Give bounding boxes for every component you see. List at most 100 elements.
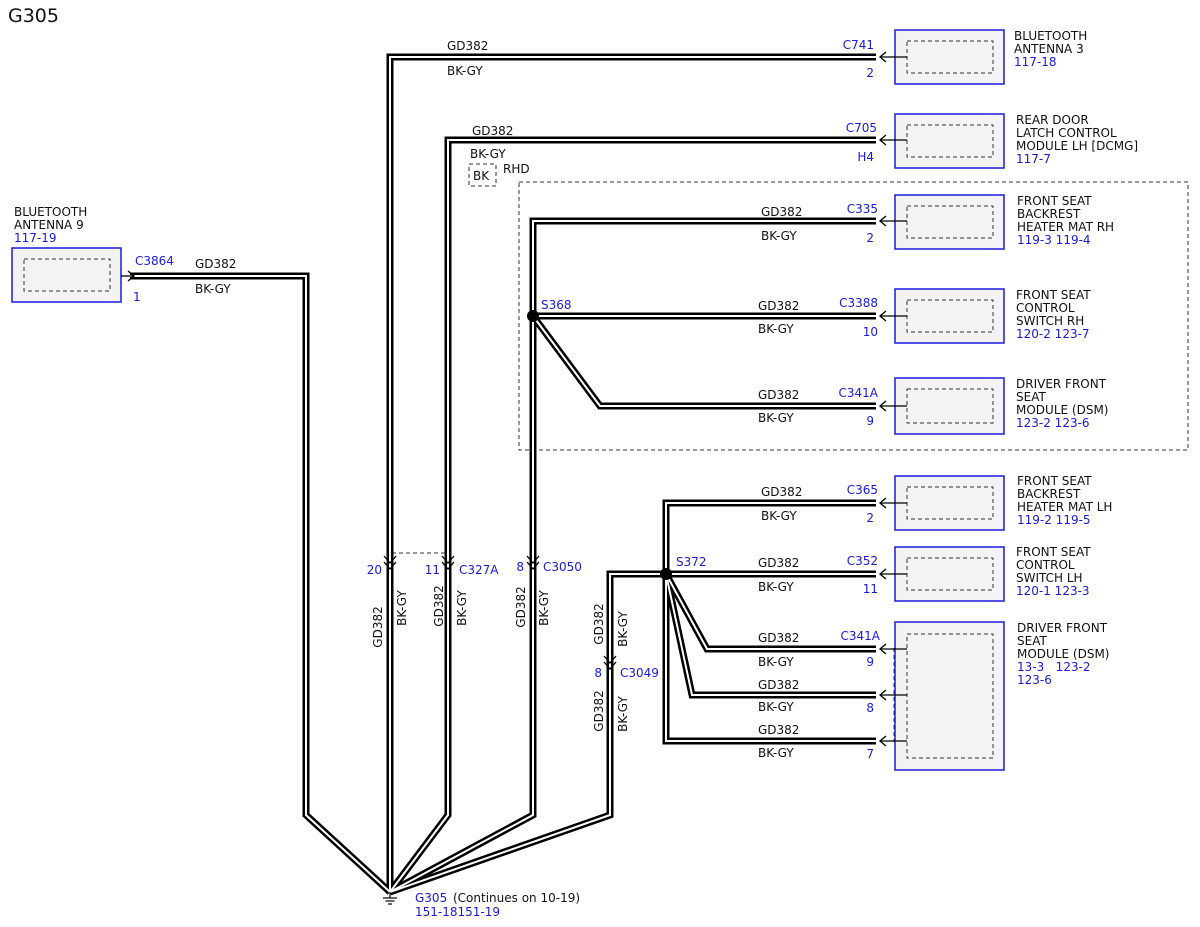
c327a-pin-20: 20 bbox=[367, 563, 382, 577]
wire-code-label: GD382 bbox=[432, 585, 446, 626]
wire-code-label: GD382 bbox=[371, 606, 385, 647]
wire-labels-vertical: GD382 BK-GY GD382 BK-GY GD382 BK-GY GD38… bbox=[371, 585, 630, 732]
dsm2-name-line-3: MODULE (DSM) bbox=[1017, 647, 1109, 661]
dsm-rh-inner bbox=[906, 388, 994, 424]
dcmg-ref: 117-7 bbox=[1016, 152, 1051, 166]
switch-lh-name-line-2: CONTROL bbox=[1016, 558, 1075, 572]
switch-rh-connector: C3388 bbox=[839, 296, 878, 310]
heat-lh-pin: 2 bbox=[866, 511, 874, 525]
heater-mat-lh-box bbox=[894, 475, 1005, 531]
wire-code-label: GD382 bbox=[761, 485, 802, 499]
bt3-connector: C741 bbox=[843, 38, 874, 52]
wire-color-label: BK-GY bbox=[758, 322, 794, 336]
dcmg-name-line-2: LATCH CONTROL bbox=[1016, 126, 1117, 140]
ground-refs: 151-18151-19 bbox=[415, 905, 500, 919]
switch-rh-name-line-1: FRONT SEAT bbox=[1016, 288, 1091, 302]
c3049-label: C3049 bbox=[620, 666, 659, 680]
wire-color-label: BK-GY bbox=[470, 147, 506, 161]
dsm2-name-line-2: SEAT bbox=[1017, 634, 1047, 648]
control-switch-lh-box bbox=[894, 546, 1005, 602]
dsm-lh-box bbox=[894, 621, 1005, 771]
wire-color-label: BK-GY bbox=[758, 655, 794, 669]
inline-connector-chevrons bbox=[383, 555, 617, 670]
wires-inner bbox=[130, 56, 876, 893]
heat-rh-name-line-3: HEATER MAT RH bbox=[1017, 220, 1114, 234]
dsm2-name-line-1: DRIVER FRONT bbox=[1017, 621, 1108, 635]
dsm1-name-line-2: SEAT bbox=[1016, 390, 1046, 404]
wire-code-label: GD382 bbox=[514, 586, 528, 627]
heat-lh-name-line-1: FRONT SEAT bbox=[1017, 474, 1092, 488]
right-pin-arrows bbox=[878, 51, 907, 747]
dsm1-ref: 123-2 123-6 bbox=[1016, 416, 1090, 430]
wire-color-label: BK-GY bbox=[616, 611, 630, 647]
heat-rh-pin: 2 bbox=[866, 231, 874, 245]
bluetooth-antenna-9-box bbox=[11, 247, 122, 303]
switch-lh-name-line-1: FRONT SEAT bbox=[1016, 545, 1091, 559]
wire-color-label: BK-GY bbox=[447, 64, 483, 78]
dsm2-pin-8: 8 bbox=[866, 701, 874, 715]
wire-color-label: BK-GY bbox=[395, 590, 409, 626]
wire-code-label: GD382 bbox=[758, 723, 799, 737]
ground-note: (Continues on 10-19) bbox=[453, 891, 580, 905]
wire-code-label: GD382 bbox=[472, 124, 513, 138]
heat-lh-name-line-2: BACKREST bbox=[1017, 487, 1081, 501]
c3050-label: C3050 bbox=[543, 560, 582, 574]
c327a-pin-11: 11 bbox=[425, 563, 440, 577]
bt3-pin: 2 bbox=[866, 66, 874, 80]
dsm2-ref-line-2: 123-6 bbox=[1017, 673, 1052, 687]
switch-lh-connector: C352 bbox=[847, 554, 878, 568]
dsm1-name-line-3: MODULE (DSM) bbox=[1016, 403, 1108, 417]
ground-name: G305 bbox=[415, 891, 447, 905]
bt9-connector: C3864 bbox=[135, 254, 174, 268]
dcmg-name-line-3: MODULE LH [DCMG] bbox=[1016, 139, 1138, 153]
bt9-name-line-1: BLUETOOTH bbox=[14, 205, 87, 219]
dsm2-pin-9: 9 bbox=[866, 655, 874, 669]
switch-rh-pin: 10 bbox=[863, 325, 878, 339]
heat-rh-connector: C335 bbox=[847, 202, 878, 216]
wire-code-label: GD382 bbox=[592, 690, 606, 731]
bt3-ref: 117-18 bbox=[1014, 55, 1057, 69]
switch-rh-name-line-3: SWITCH RH bbox=[1016, 314, 1084, 328]
bt9-ref: 117-19 bbox=[14, 231, 57, 245]
bt9-pin: 1 bbox=[133, 290, 141, 304]
bluetooth-antenna-9-inner bbox=[23, 258, 111, 292]
wire-code-label: GD382 bbox=[758, 556, 799, 570]
heat-rh-name-line-2: BACKREST bbox=[1017, 207, 1081, 221]
page-title: G305 bbox=[8, 5, 59, 27]
heat-lh-connector: C365 bbox=[847, 483, 878, 497]
wire-color-label: BK-GY bbox=[761, 509, 797, 523]
dsm1-pin: 9 bbox=[866, 414, 874, 428]
heat-rh-ref: 119-3 119-4 bbox=[1017, 233, 1091, 247]
splice-s372-label: S372 bbox=[676, 555, 707, 569]
rhd-option-box bbox=[468, 163, 497, 187]
dsm-rh-box bbox=[894, 377, 1005, 435]
c327a-label: C327A bbox=[459, 563, 499, 577]
c3864-pin-arrow bbox=[121, 270, 136, 282]
wire-color-label: BK-GY bbox=[758, 580, 794, 594]
c3049-pin: 8 bbox=[594, 666, 602, 680]
wire-code-label: GD382 bbox=[758, 299, 799, 313]
dsm-lh-inner bbox=[906, 633, 994, 759]
dcmg-name-line-1: REAR DOOR bbox=[1016, 113, 1089, 127]
rhd-option-label: RHD bbox=[503, 162, 530, 176]
rhd-option-code: BK bbox=[473, 169, 490, 183]
wire-labels-horizontal: GD382 BK-GY GD382 BK-GY GD382 BK-GY GD38… bbox=[195, 39, 802, 760]
wire-color-label: BK-GY bbox=[455, 590, 469, 626]
wire-color-label: BK-GY bbox=[616, 696, 630, 732]
wire-code-label: GD382 bbox=[758, 631, 799, 645]
splice-s368-label: S368 bbox=[541, 298, 572, 312]
bluetooth-antenna-3-box bbox=[894, 29, 1005, 85]
wire-color-label: BK-GY bbox=[537, 590, 551, 626]
wire-code-label: GD382 bbox=[447, 39, 488, 53]
rear-door-latch-module-box bbox=[894, 113, 1005, 169]
heat-lh-name-line-3: HEATER MAT LH bbox=[1017, 500, 1112, 514]
switch-lh-pin: 11 bbox=[863, 582, 878, 596]
heater-mat-rh-box bbox=[894, 194, 1005, 250]
control-switch-rh-box bbox=[894, 288, 1005, 344]
switch-lh-ref: 120-1 123-3 bbox=[1016, 584, 1090, 598]
bt9-name-line-2: ANTENNA 9 bbox=[14, 218, 84, 232]
heater-mat-rh-inner bbox=[906, 205, 994, 239]
dsm1-name-line-1: DRIVER FRONT bbox=[1016, 377, 1107, 391]
rhd-option-region bbox=[518, 181, 1189, 451]
c3050-pin: 8 bbox=[516, 560, 524, 574]
